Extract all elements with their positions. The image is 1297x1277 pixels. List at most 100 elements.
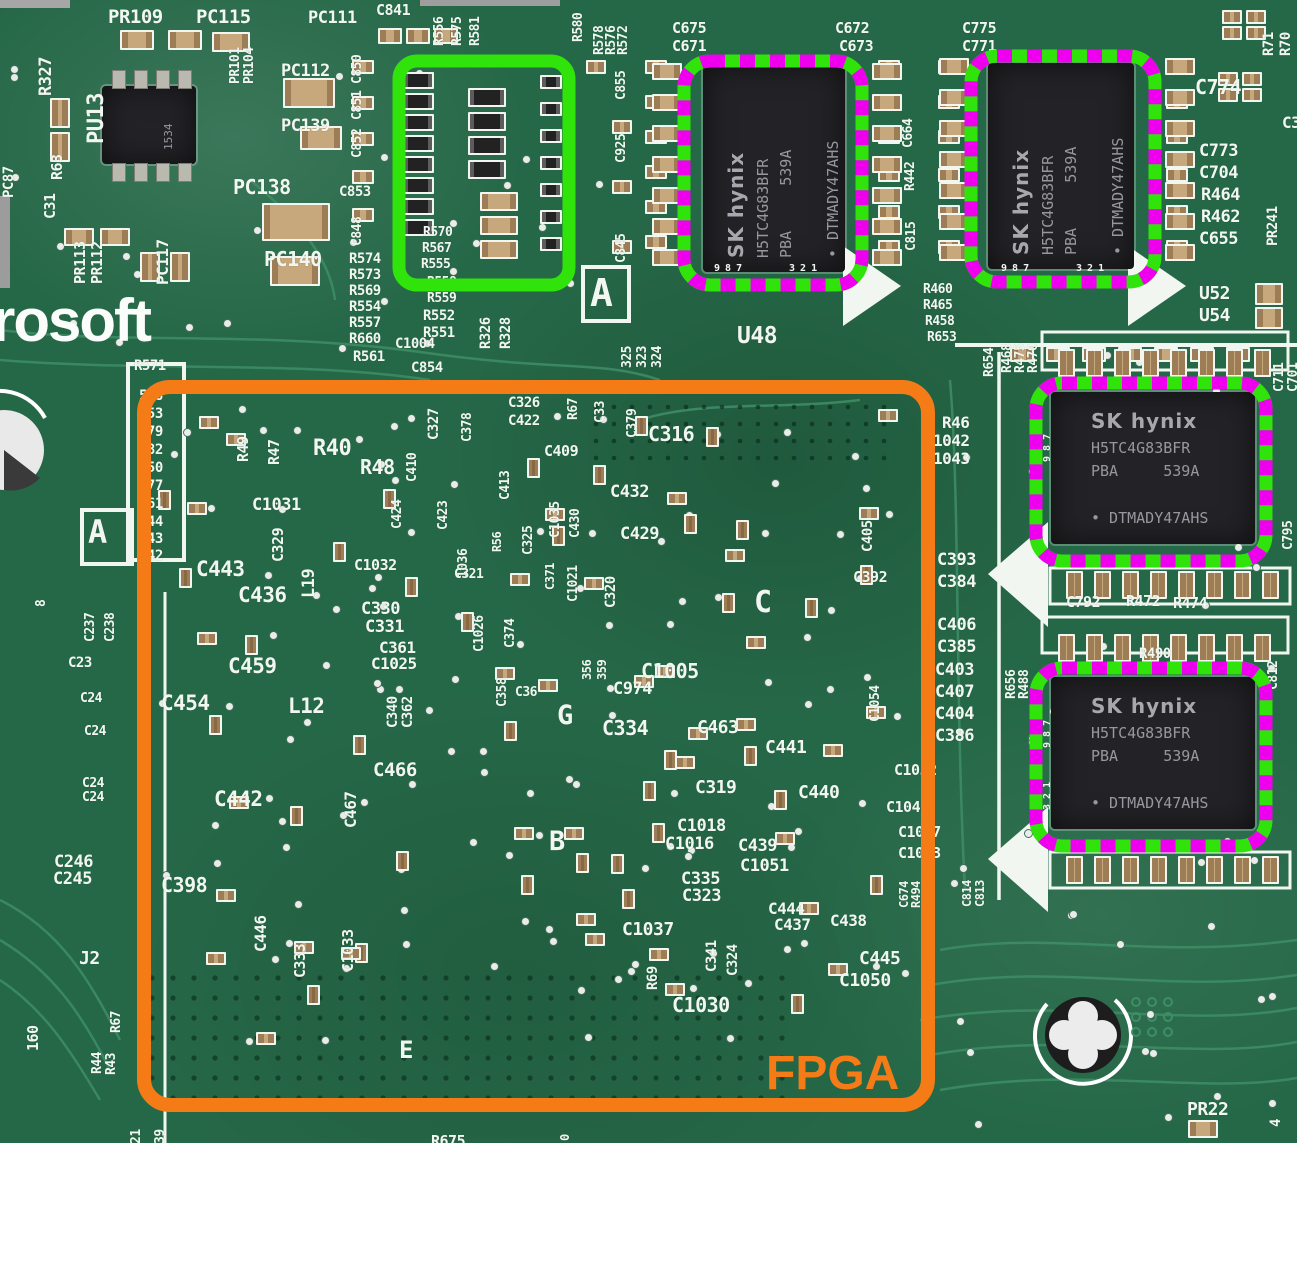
via [575, 583, 585, 593]
via [1257, 994, 1267, 1004]
silkscreen-label: PR22 [1187, 1099, 1229, 1120]
silkscreen-label: R574 [349, 251, 381, 267]
smd-cap [216, 889, 237, 903]
via [689, 983, 699, 993]
smd-cap [649, 948, 670, 962]
smd-cap [1222, 26, 1242, 40]
silkscreen-label: C1050 [839, 970, 891, 991]
silkscreen-label: C404 [935, 704, 974, 724]
silkscreen-label: C459 [228, 654, 277, 678]
via [268, 630, 278, 640]
via [516, 640, 526, 650]
pad [1170, 349, 1187, 377]
pu13-chip [102, 86, 196, 164]
via [974, 1119, 984, 1129]
smd-cap [612, 240, 632, 254]
via [183, 428, 193, 438]
ddr3-chip-marking: SK hynix H5TC4G83BFR PBA 539A • DTMADY47… [1091, 694, 1209, 812]
pad [872, 249, 902, 266]
silkscreen-label: C386 [935, 726, 974, 746]
pad [1066, 856, 1083, 884]
pad [872, 63, 902, 80]
via [122, 252, 132, 262]
smd-cap [352, 208, 374, 222]
pad [1262, 856, 1279, 884]
pad [1094, 571, 1111, 599]
smd-cap [1218, 72, 1238, 86]
pad [1165, 213, 1195, 230]
via [368, 583, 378, 593]
via [956, 728, 966, 738]
silkscreen-label: R552 [423, 308, 455, 324]
silkscreen-label: 3 2 1 [789, 263, 817, 274]
smd-cap [666, 491, 687, 505]
via [1164, 1112, 1174, 1122]
smd-cap [652, 822, 666, 843]
via [665, 620, 675, 630]
pad [1226, 349, 1243, 377]
via [1068, 910, 1078, 920]
silkscreen-label: C403 [935, 660, 974, 680]
via [799, 938, 809, 948]
smd-cap [100, 228, 130, 246]
via [468, 837, 478, 847]
via [245, 1037, 255, 1047]
via [564, 775, 574, 785]
smd-cap [434, 28, 458, 44]
smd-cap [1222, 10, 1242, 24]
chip-lead [134, 70, 148, 89]
smd-cap [290, 806, 304, 827]
pad [1114, 634, 1131, 662]
pad [1178, 571, 1195, 599]
pad [652, 63, 682, 80]
via [11, 172, 21, 182]
smd-cap [612, 120, 632, 134]
via [355, 434, 365, 444]
via [449, 479, 459, 489]
smd-cap [198, 416, 219, 430]
silkscreen-label: R551 [423, 325, 455, 341]
silkscreen-label: C429 [620, 524, 659, 544]
via [802, 633, 812, 643]
silkscreen-label: C393 [937, 550, 976, 570]
silkscreen-label: C440 [798, 782, 840, 803]
smd-cap [584, 576, 605, 590]
via [162, 870, 172, 880]
via [376, 460, 386, 470]
pad [1178, 856, 1195, 884]
smd-cap [262, 203, 330, 241]
silkscreen-label: U52 [1199, 283, 1231, 304]
pad [540, 210, 562, 224]
via [771, 478, 781, 488]
via [858, 798, 868, 808]
via [588, 528, 598, 538]
chip-lead [178, 70, 192, 89]
smd-cap [157, 489, 171, 510]
via [850, 451, 860, 461]
silkscreen-label: C441 [765, 737, 807, 758]
silkscreen-label: C1048 [886, 798, 929, 816]
smd-cap [378, 28, 402, 44]
smd-cap [804, 597, 818, 618]
via [503, 180, 513, 190]
via [613, 975, 623, 985]
silkscreen-label: U54 [1199, 305, 1231, 326]
smd-cap [545, 508, 566, 522]
pad [480, 240, 518, 259]
via [379, 153, 389, 163]
silkscreen-label: C24 [84, 724, 106, 739]
silkscreen-label: 1043 [933, 449, 970, 468]
smd-cap [552, 526, 566, 547]
via [320, 1035, 330, 1045]
silkscreen-label: C361 [379, 638, 416, 657]
silkscreen-label: C655 [1199, 229, 1238, 249]
silkscreen-label: U48 [737, 323, 778, 349]
smd-cap [643, 780, 657, 801]
pad [480, 216, 518, 235]
via [338, 811, 348, 821]
via [599, 415, 609, 425]
via [401, 939, 411, 949]
via [966, 1047, 976, 1057]
silkscreen-label: C792 [1066, 593, 1101, 611]
